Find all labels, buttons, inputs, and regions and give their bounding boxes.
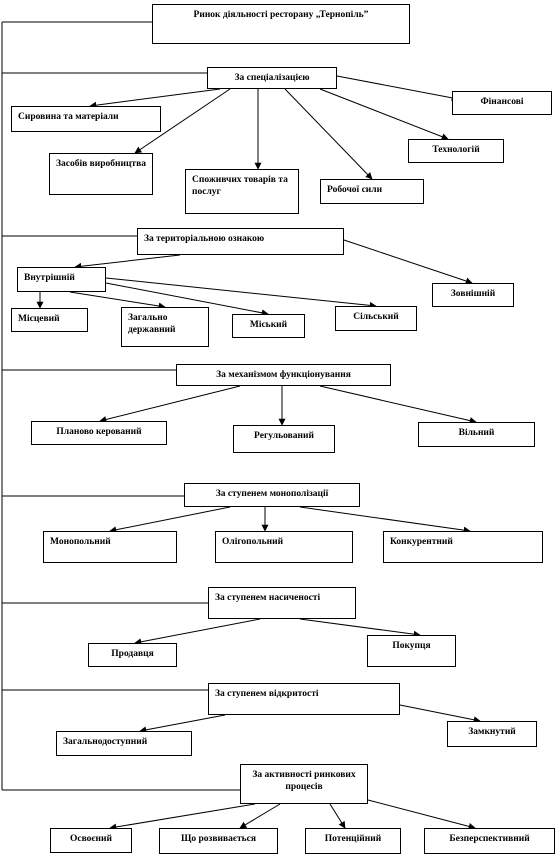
group-specialization: За спеціалізацією <box>207 67 337 89</box>
territorial-arrow <box>343 239 473 285</box>
group-territorial: За територіальною ознакою <box>137 228 344 255</box>
openness-arrow <box>139 714 226 734</box>
openness-arrow <box>399 704 481 724</box>
group-monopolization: За ступенем монополізації <box>184 483 360 507</box>
specialization-arrow <box>319 88 449 140</box>
saturation-arrow <box>134 618 261 646</box>
specialization-arrow <box>336 75 459 102</box>
group-saturation: За ступенем насиченості <box>208 587 356 619</box>
item-urban: Міський <box>232 314 305 338</box>
activity-arrow <box>109 803 256 831</box>
saturation-arrow <box>299 618 421 638</box>
monopolization-arrow <box>299 506 471 534</box>
item-unpromising: Безперспективний <box>424 828 555 854</box>
territorial-arrow <box>74 254 181 270</box>
item-potential: Потенційний <box>305 828 401 854</box>
item-foreign: Зовнішній <box>432 283 514 307</box>
monopolization-arrow <box>109 506 231 534</box>
specialization-arrow <box>134 88 231 154</box>
item-national: Загально державний <box>121 307 209 347</box>
item-developed: Освоєний <box>50 828 132 853</box>
item-regulated: Регульований <box>233 425 335 453</box>
item-free: Вільний <box>418 422 535 447</box>
item-closed: Замкнутий <box>447 721 537 747</box>
mechanism-arrow <box>99 385 241 423</box>
item-buyer: Покупця <box>367 635 456 667</box>
item-planned: Планово керований <box>31 421 167 445</box>
domestic-arrow <box>105 282 269 317</box>
item-finance: Фінансові <box>452 91 552 115</box>
item-local: Місцевий <box>11 308 88 332</box>
activity-arrow <box>367 799 476 830</box>
domestic-arrow <box>69 291 166 310</box>
item-consumer-goods: Споживчих товарів та послуг <box>185 169 299 214</box>
item-seller: Продавця <box>88 643 177 667</box>
domestic-arrow <box>105 277 377 309</box>
item-monopoly: Монопольний <box>43 531 177 563</box>
item-raw-materials: Сировина та матеріали <box>11 106 161 132</box>
item-rural: Сільський <box>335 306 417 331</box>
activity-arrow <box>239 803 281 829</box>
activity-arrow <box>329 803 346 829</box>
group-activity: За активності ринкових процесів <box>240 764 368 804</box>
group-mechanism: За механізмом функціонування <box>176 364 391 386</box>
item-technologies: Технологій <box>408 139 504 163</box>
root-node: Ринок діяльності ресторану „Тернопіль” <box>152 4 410 44</box>
item-oligopoly: Олігопольний <box>215 531 353 563</box>
item-public: Загальнодоступний <box>56 731 192 756</box>
item-developing: Що розвивається <box>159 828 278 854</box>
item-domestic: Внутрішній <box>17 267 106 292</box>
mechanism-arrow <box>319 385 477 424</box>
specialization-arrow <box>89 88 221 109</box>
item-competitive: Конкурентний <box>383 531 543 563</box>
specialization-arrow <box>284 88 373 180</box>
item-means-of-production: Засобів виробництва <box>49 153 153 195</box>
group-openness: За ступенем відкритості <box>208 683 400 715</box>
item-labor: Робочої сили <box>320 179 424 204</box>
